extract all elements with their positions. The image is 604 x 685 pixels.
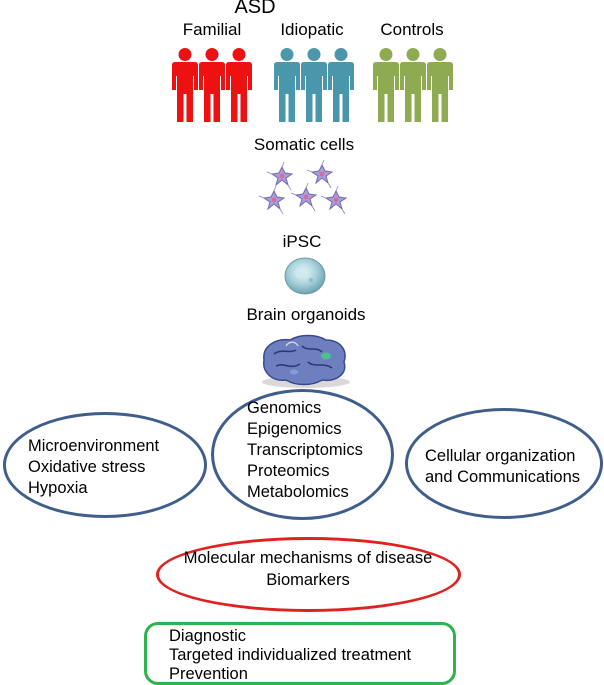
cellular-oval <box>405 408 603 519</box>
label-familial: Familial <box>182 20 242 39</box>
ipsc-cell-icon <box>284 257 326 295</box>
person-icon <box>226 48 252 122</box>
brain-organoids-label: Brain organoids <box>246 305 366 324</box>
omics-item: Proteomics <box>247 462 330 480</box>
outcomes-item: Diagnostic <box>169 627 247 645</box>
mechanisms-oval <box>156 537 461 612</box>
environment-item: Oxidative stress <box>28 458 146 476</box>
environment-item: Microenvironment <box>28 437 160 455</box>
outcomes-list: Diagnostic Targeted individualized treat… <box>169 627 411 684</box>
omics-oval <box>211 389 394 520</box>
brain-organoid-icon <box>262 334 350 388</box>
omics-item: Metabolomics <box>247 483 349 501</box>
omics-item: Genomics <box>247 399 322 417</box>
omics-item: Transcriptomics <box>247 441 363 459</box>
person-icon <box>199 48 225 122</box>
person-icon <box>427 48 453 122</box>
controls-people-icon <box>373 48 453 122</box>
cellular-item: and Communications <box>425 468 580 486</box>
person-icon <box>301 48 327 122</box>
idiopatic-people-icon <box>274 48 354 122</box>
cellular-list: Cellular organization and Communications <box>425 446 580 488</box>
environment-oval <box>3 412 207 518</box>
person-icon <box>328 48 354 122</box>
somatic-cells-icon <box>258 159 347 215</box>
omics-item: Epigenomics <box>247 420 342 438</box>
cellular-item: Cellular organization <box>425 447 576 465</box>
label-controls: Controls <box>380 20 444 39</box>
label-idiopatic: Idiopatic <box>280 20 344 39</box>
outcomes-item: Targeted individualized treatment <box>169 646 412 664</box>
outcomes-item: Prevention <box>169 665 248 683</box>
environment-list: Microenvironment Oxidative stress Hypoxi… <box>28 436 159 499</box>
person-icon <box>400 48 426 122</box>
outcomes-box <box>144 622 456 685</box>
ipsc-label: iPSC <box>282 232 322 251</box>
somatic-cells-label: Somatic cells <box>253 135 355 154</box>
person-icon <box>274 48 300 122</box>
omics-list: Genomics Epigenomics Transcriptomics Pro… <box>247 398 363 503</box>
diagram-title: ASD <box>234 0 276 18</box>
mechanisms-line1: Molecular mechanisms of disease <box>183 549 433 567</box>
person-icon <box>373 48 399 122</box>
mechanisms-line2: Biomarkers <box>266 571 350 589</box>
familial-people-icon <box>172 48 252 122</box>
person-icon <box>172 48 198 122</box>
environment-item: Hypoxia <box>28 479 88 497</box>
